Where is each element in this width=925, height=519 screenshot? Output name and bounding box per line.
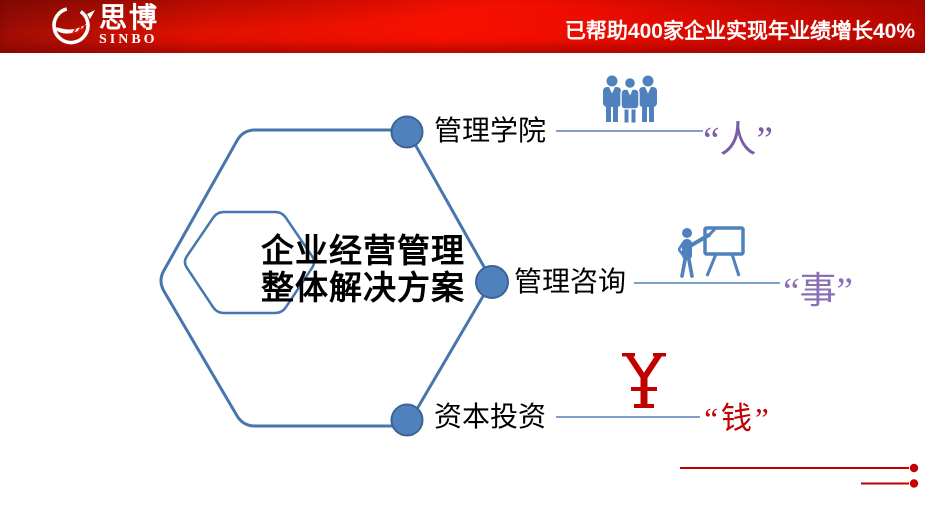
branch-label-management-consulting: 管理咨询 — [514, 266, 627, 297]
logo-text: 思博 SINBO — [99, 2, 160, 48]
decor-dot-1 — [909, 463, 919, 473]
center-title-line1: 企业经营管理 — [261, 232, 465, 269]
yuan-symbol-icon — [622, 353, 666, 408]
logo-beak — [87, 10, 95, 19]
center-title: 企业经营管理 整体解决方案 — [240, 232, 486, 306]
header-bar: 思博 SINBO 已帮助400家企业实现年业绩增长40% — [0, 0, 925, 53]
logo-cn: 思博 — [99, 2, 160, 33]
header-tagline: 已帮助400家企业实现年业绩增长40% — [564, 20, 915, 43]
sinbo-swirl-bird-icon — [52, 6, 95, 45]
decor-dot-2 — [909, 479, 919, 488]
keyword-ren: “人” — [703, 120, 773, 161]
logo-en: SINBO — [99, 32, 158, 47]
center-title-line2: 整体解决方案 — [261, 269, 465, 306]
branch-node-circle-3 — [390, 403, 424, 437]
branch-node-circle-1 — [390, 115, 424, 149]
branch-label-management-academy: 管理学院 — [434, 115, 547, 146]
inner-hexagon-outline — [183, 210, 316, 315]
presenter-whiteboard-icon — [678, 226, 745, 278]
branch-node-circle-2 — [475, 265, 509, 299]
logo-ring — [52, 6, 90, 45]
keyword-qian: “钱” — [704, 401, 772, 436]
logo-swoosh — [54, 22, 88, 34]
logo-feather-slits — [71, 24, 86, 36]
keyword-shi: “事” — [783, 271, 853, 312]
people-group-icon — [603, 75, 657, 124]
sinbo-logo: 思博 SINBO — [46, 2, 159, 49]
branch-label-capital-investment: 资本投资 — [434, 401, 547, 432]
